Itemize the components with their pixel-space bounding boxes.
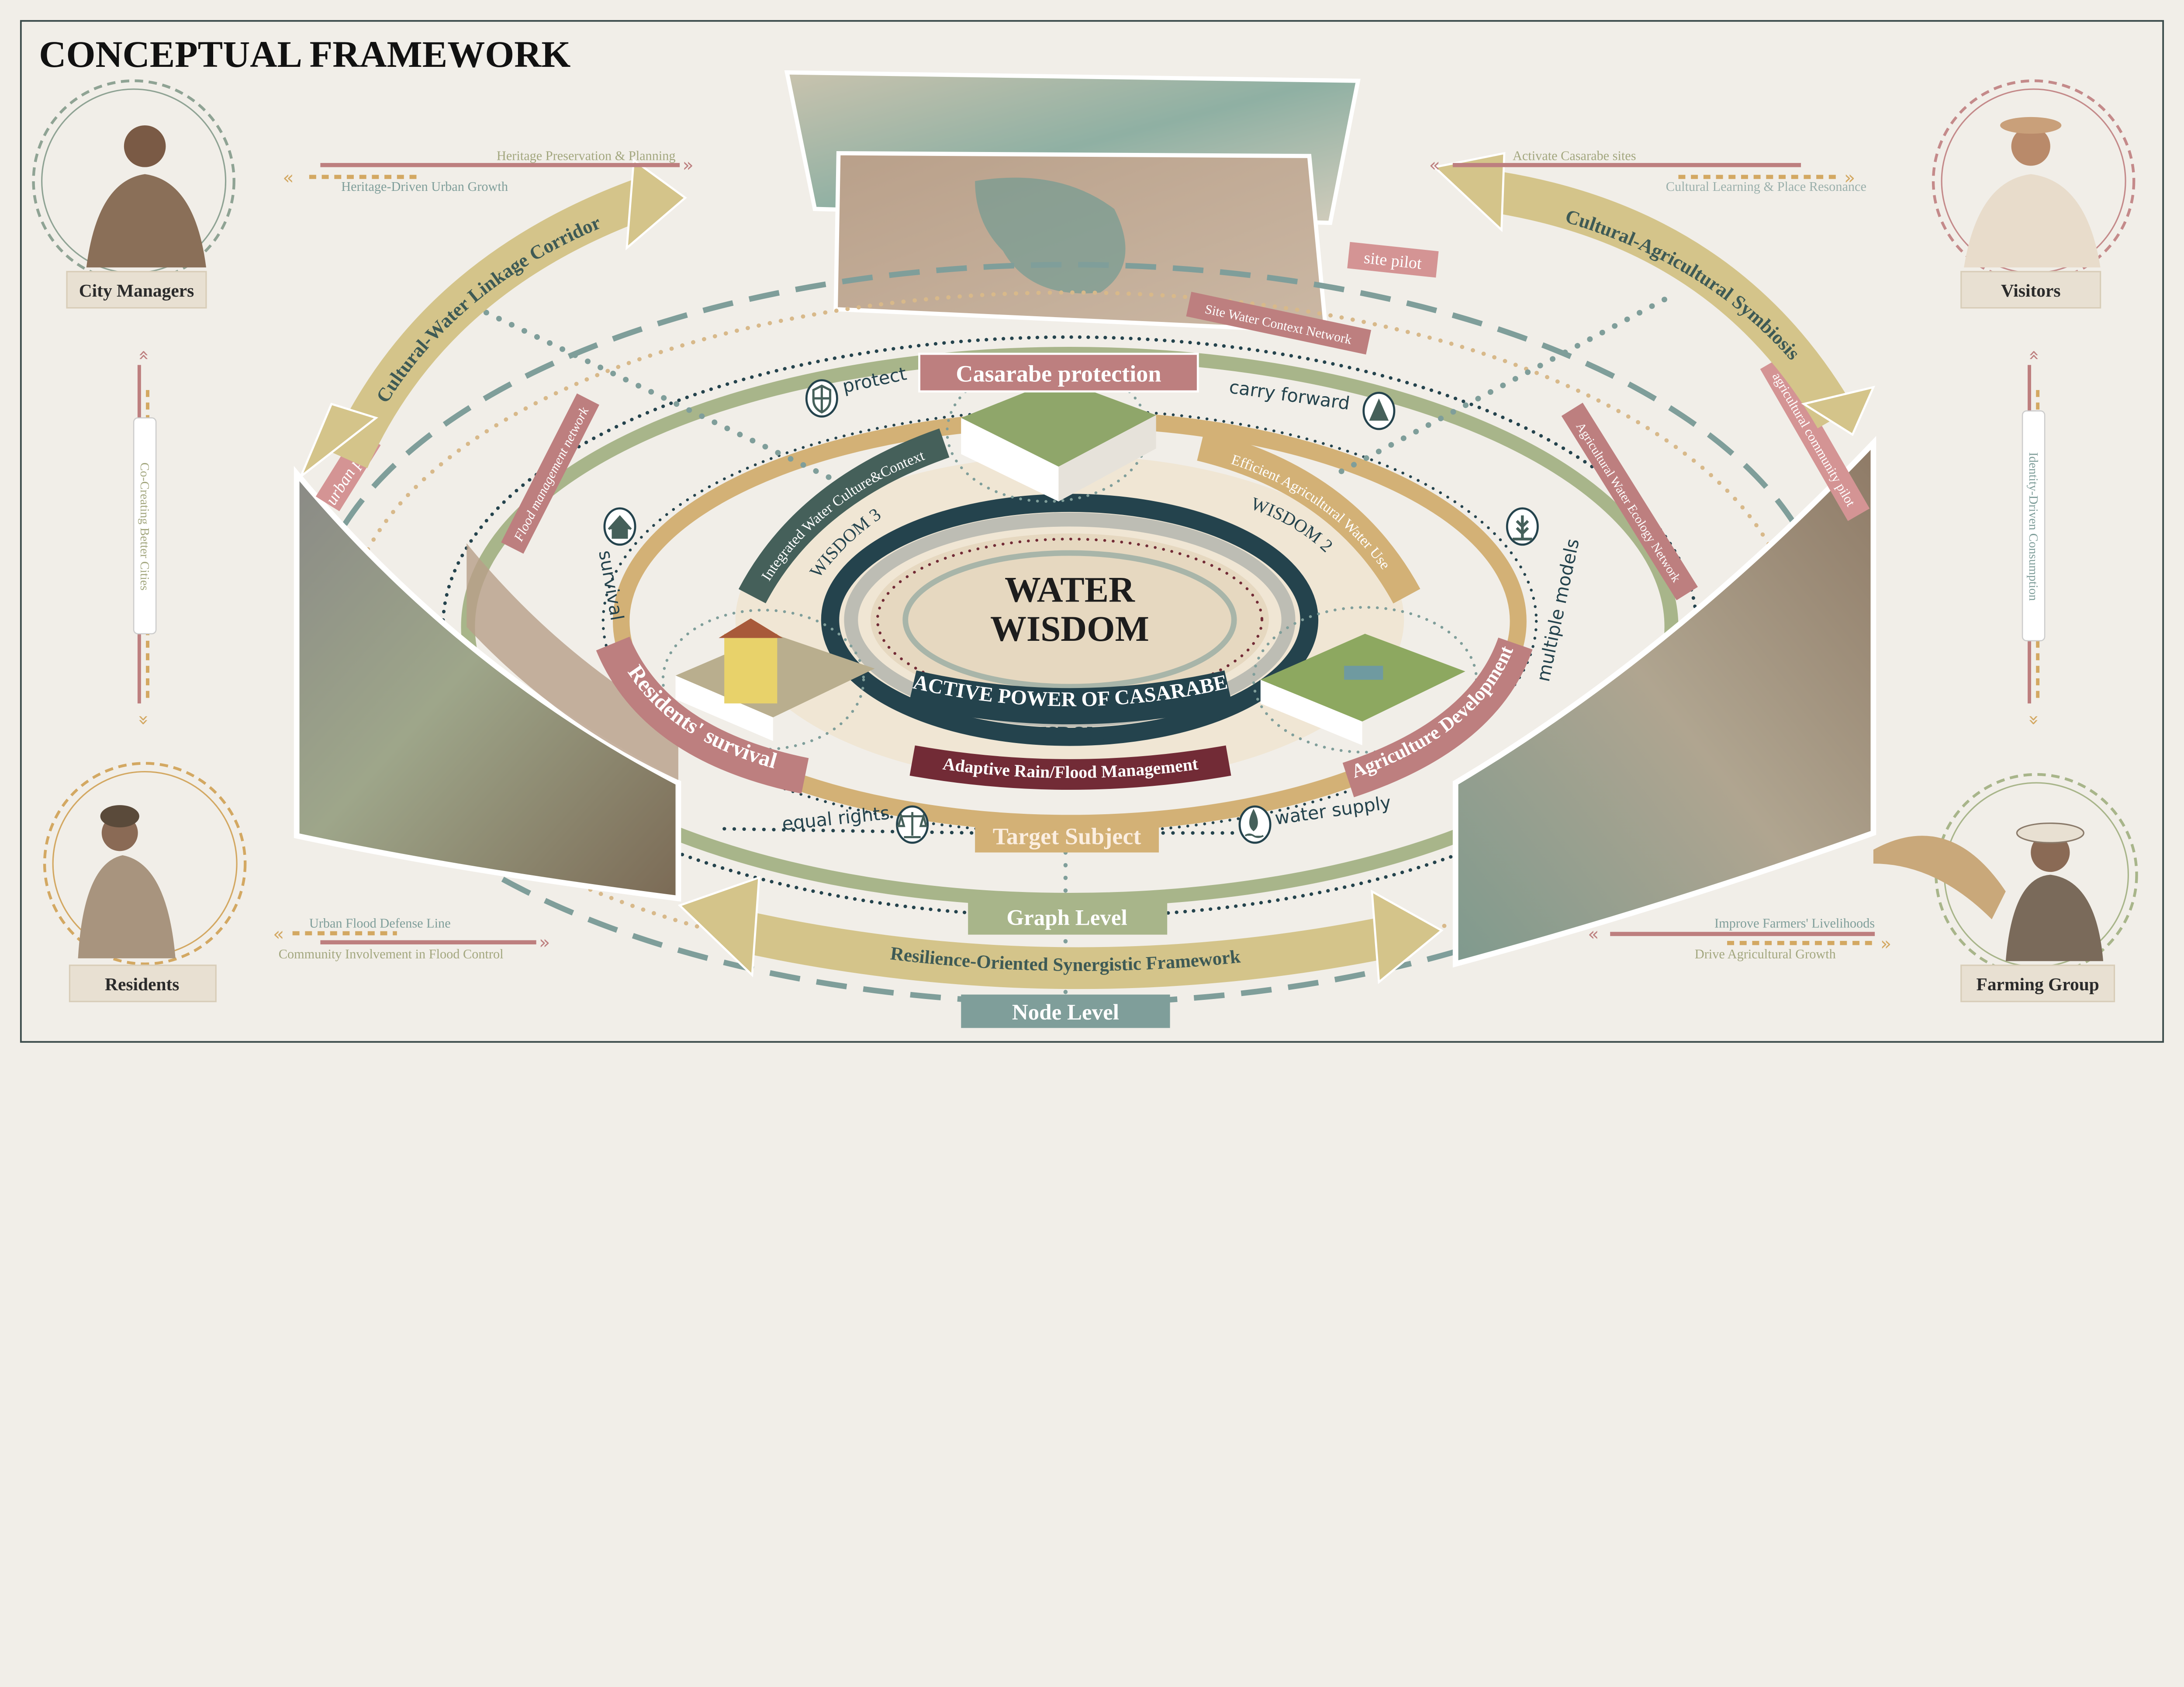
target-subject-label: Target Subject bbox=[993, 823, 1141, 849]
stakeholder-visitors[interactable]: Visitors bbox=[1932, 79, 2136, 309]
flow-bottom-right: Improve Farmers' Livelihoods « » Drive A… bbox=[1588, 916, 1891, 961]
visitor-portrait-icon bbox=[2011, 127, 2050, 166]
agriculture-development-band bbox=[1342, 637, 1533, 798]
urban-flood-defense-label: Urban Flood Defense Line bbox=[309, 916, 451, 931]
casarabe-protection-label: Casarabe protection bbox=[956, 361, 1161, 387]
grain-bundle-icon bbox=[1873, 836, 2006, 920]
cultural-learning-label: Cultural Learning & Place Resonance bbox=[1666, 179, 1866, 194]
chevron-right-icon: » bbox=[682, 155, 693, 176]
residents-survival-band bbox=[596, 636, 809, 794]
graph-level-banner bbox=[968, 898, 1168, 935]
city-manager-portrait-icon bbox=[124, 125, 166, 167]
wisdom-1-label: WISDOM 1 bbox=[1019, 722, 1120, 744]
frame-border bbox=[20, 20, 2164, 1043]
stakeholder-farming-group[interactable]: Farming Group bbox=[1873, 773, 2138, 1003]
casarabe-protection-banner bbox=[918, 353, 1199, 393]
improve-livelihoods-label: Improve Farmers' Livelihoods bbox=[1714, 916, 1875, 931]
farming-group-label: Farming Group bbox=[1977, 974, 2099, 994]
chevron-left-icon: « bbox=[273, 923, 284, 944]
urban-aerial-panel bbox=[294, 466, 681, 902]
chevron-down-icon: » bbox=[134, 715, 155, 726]
site-pilot-tag: site pilot bbox=[1347, 242, 1439, 278]
active-power-band bbox=[908, 670, 1233, 725]
node-level-banner bbox=[961, 994, 1170, 1028]
target-subject-banner bbox=[975, 819, 1159, 853]
community-flood-control-label: Community Involvement in Flood Control bbox=[279, 947, 504, 961]
graph-level-label: Graph Level bbox=[1006, 906, 1127, 930]
synergistic-framework-arrow: Resilience-Oriented Synergistic Framewor… bbox=[677, 876, 1444, 989]
activate-casarabe-label: Activate Casarabe sites bbox=[1513, 149, 1636, 163]
chevron-left-icon: « bbox=[283, 167, 294, 188]
identity-driven-label: Identity-Driven Consumption bbox=[2026, 452, 2040, 601]
visitors-label: Visitors bbox=[2001, 280, 2061, 301]
chevron-left-icon: « bbox=[1429, 155, 1440, 176]
flow-bottom-left: Urban Flood Defense Line « » Community I… bbox=[273, 916, 550, 961]
wisdom-1-band bbox=[909, 745, 1231, 790]
flow-left-vertical: » Co-Creating Better Cities » bbox=[132, 350, 157, 726]
city-managers-label: City Managers bbox=[79, 280, 194, 301]
chevron-right-icon: » bbox=[539, 932, 550, 953]
conceptual-framework-diagram: CONCEPTUAL FRAMEWORK WATER WISDOM bbox=[20, 20, 2164, 1043]
residential-model bbox=[661, 608, 875, 751]
residents-label: Residents bbox=[105, 974, 179, 994]
chevron-down-icon: » bbox=[2024, 715, 2045, 726]
water-wisdom-core bbox=[735, 455, 1404, 785]
chevron-up-icon: » bbox=[2022, 350, 2043, 361]
stakeholder-city-managers[interactable]: City Managers bbox=[32, 79, 235, 309]
heritage-preservation-label: Heritage Preservation & Planning bbox=[497, 149, 676, 163]
node-level-label: Node Level bbox=[1012, 1000, 1119, 1025]
agricultural-aerial-panel bbox=[1452, 436, 1876, 968]
flow-top-right: Activate Casarabe sites « » Cultural Lea… bbox=[1429, 149, 1866, 194]
core-title-water: WATER bbox=[1005, 570, 1135, 610]
heritage-urban-growth-label: Heritage-Driven Urban Growth bbox=[341, 179, 508, 194]
chevron-right-icon: » bbox=[1844, 167, 1855, 188]
connector-lines bbox=[470, 297, 1667, 998]
chevron-up-icon: » bbox=[132, 350, 153, 361]
co-creating-label: Co-Creating Better Cities bbox=[138, 463, 152, 591]
flood-map-panel bbox=[467, 543, 678, 780]
core-title-wisdom: WISDOM bbox=[990, 608, 1149, 649]
drive-agricultural-growth-label: Drive Agricultural Growth bbox=[1695, 947, 1836, 961]
flow-right-vertical: » Identity-Driven Consumption » bbox=[2022, 350, 2046, 726]
casarabe-site-model bbox=[946, 360, 1156, 503]
chevron-right-icon: » bbox=[1880, 933, 1891, 954]
chevron-left-icon: « bbox=[1588, 923, 1599, 944]
flow-top-left: Heritage Preservation & Planning » « Her… bbox=[283, 149, 694, 194]
page-title: CONCEPTUAL FRAMEWORK bbox=[39, 33, 570, 75]
stakeholder-residents[interactable]: Residents bbox=[43, 762, 247, 1003]
wisdom-3-band bbox=[738, 428, 950, 604]
wisdom-2-band bbox=[1197, 431, 1420, 604]
